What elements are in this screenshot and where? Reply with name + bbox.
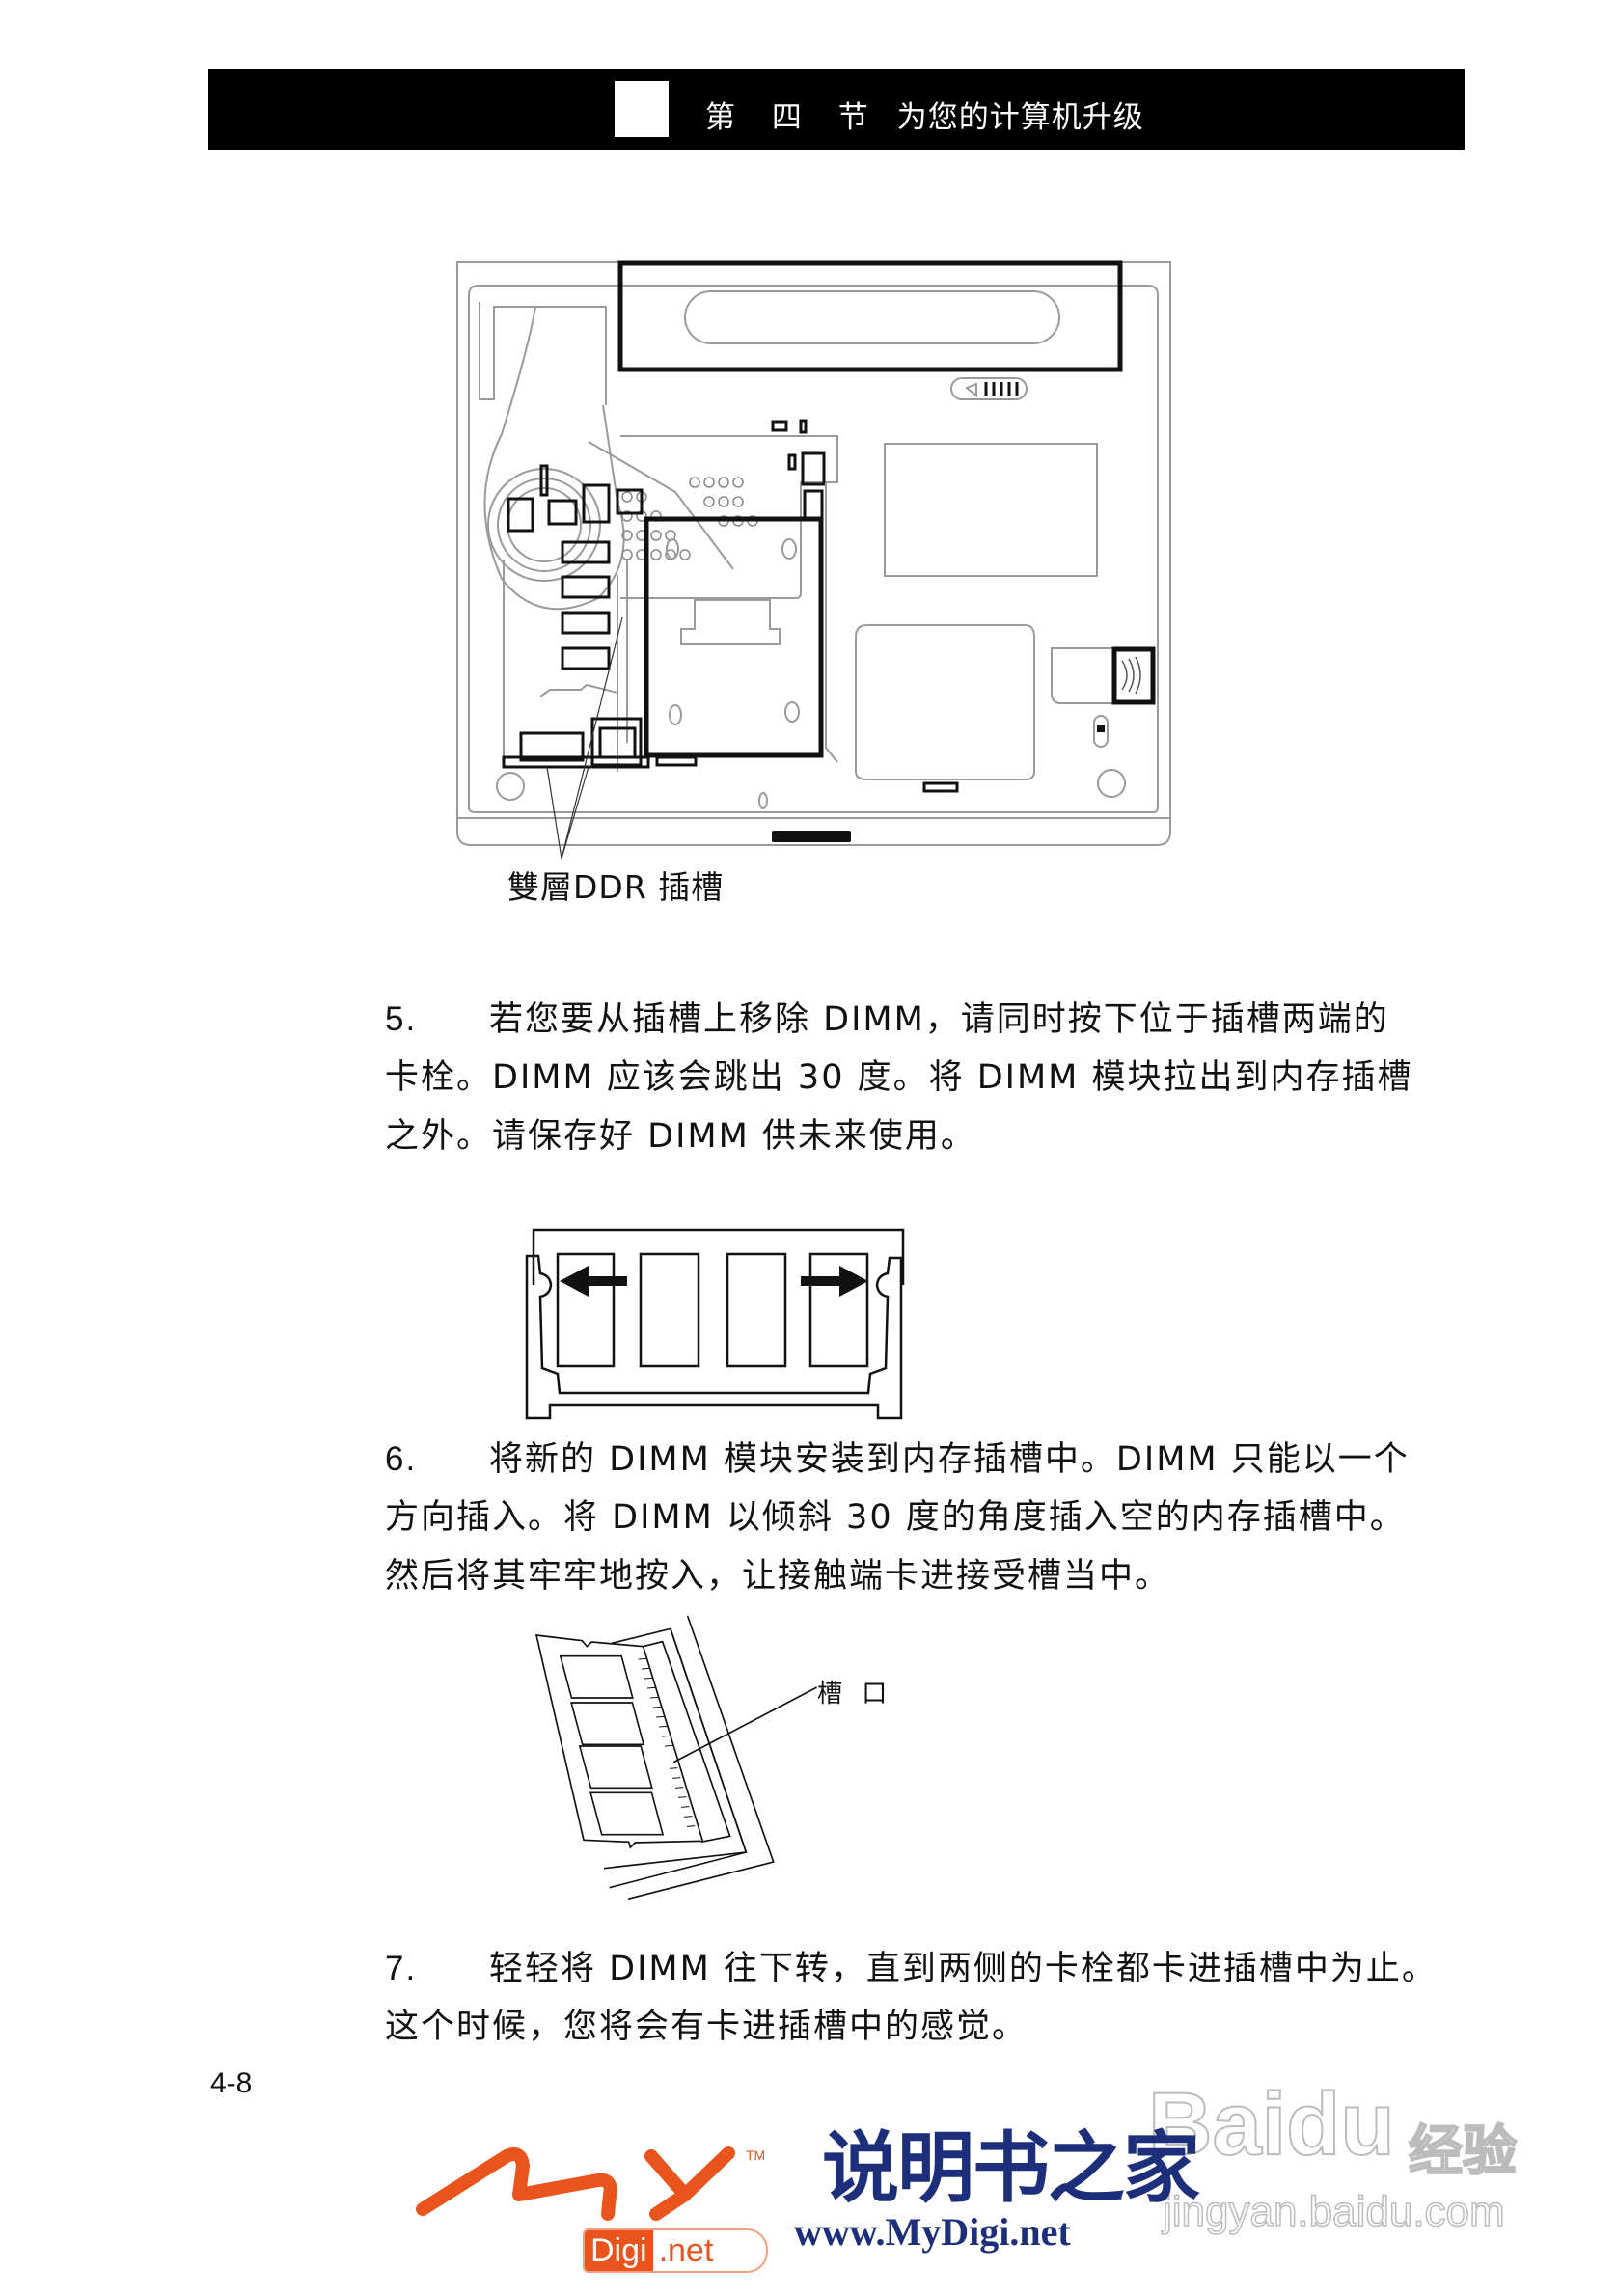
watermark-url: jingyan.baidu.com [1162, 2187, 1505, 2236]
step-text-line: 然后将其牢牢地按入，让接触端卡进接受槽当中。 [385, 1557, 1171, 1596]
step-text-line: 这个时候，您将会有卡进插槽中的感觉。 [385, 2008, 1028, 2046]
brand-chinese-name: 说明书之家 [822, 2122, 1200, 2213]
section-title-text: 为您的计算机升级 [896, 100, 1144, 135]
dimm-release-diagram [525, 1228, 905, 1420]
trademark-mark: TM [746, 2147, 766, 2163]
section-title: 第 四 节为您的计算机升级 [705, 96, 1144, 139]
step-text-line: 若您要从插槽上移除 DIMM，请同时按下位于插槽两端的 [489, 1000, 1389, 1039]
step-text-line: 方向插入。将 DIMM 以倾斜 30 度的角度插入空的内存插槽中。 [385, 1498, 1406, 1537]
step-text-line: 之外。请保存好 DIMM 供未来使用。 [385, 1117, 976, 1156]
laptop-bottom-diagram [456, 260, 1171, 860]
step-6-paragraph: 6. 将新的 DIMM 模块安装到内存插槽中。DIMM 只能以一个 方向插入。将 … [385, 1430, 1475, 1606]
dimm-insert-diagram [534, 1615, 818, 1900]
jingyan-watermark: 经验 [1408, 2119, 1518, 2184]
step-text-line: 轻轻将 DIMM 往下转，直到两侧的卡栓都卡进插槽中为止。 [489, 1950, 1438, 1988]
step-number: 6. [385, 1440, 418, 1478]
section-marker-square [615, 81, 669, 137]
step-number: 7. [385, 1950, 418, 1987]
digi-net-badge: Digi .net [583, 2228, 768, 2273]
step-number: 5. [385, 1000, 418, 1038]
step-7-paragraph: 7. 轻轻将 DIMM 往下转，直到两侧的卡栓都卡进插槽中为止。 这个时候，您将会… [385, 1939, 1475, 2057]
baidu-watermark: Baidu [1147, 2074, 1396, 2174]
ddr-slot-label: 雙層DDR 插槽 [507, 868, 725, 906]
step-text-line: 卡栓。DIMM 应该会跳出 30 度。将 DIMM 模块拉出到内存插槽 [385, 1058, 1413, 1097]
section-header-bar [208, 69, 1465, 150]
step-5-paragraph: 5. 若您要从插槽上移除 DIMM，请同时按下位于插槽两端的 卡栓。DIMM 应该… [385, 990, 1475, 1166]
step-text-line: 将新的 DIMM 模块安装到内存插槽中。DIMM 只能以一个 [489, 1440, 1410, 1479]
notch-label: 槽 口 [817, 1680, 893, 1708]
section-number: 第 四 节 [705, 100, 882, 135]
brand-url: www.MyDigi.net [794, 2210, 1071, 2254]
page-number: 4-8 [210, 2067, 253, 2099]
net-text: .net [658, 2232, 714, 2269]
digi-text: Digi [585, 2230, 653, 2271]
mydigi-logo-swoosh-icon [416, 2146, 735, 2221]
